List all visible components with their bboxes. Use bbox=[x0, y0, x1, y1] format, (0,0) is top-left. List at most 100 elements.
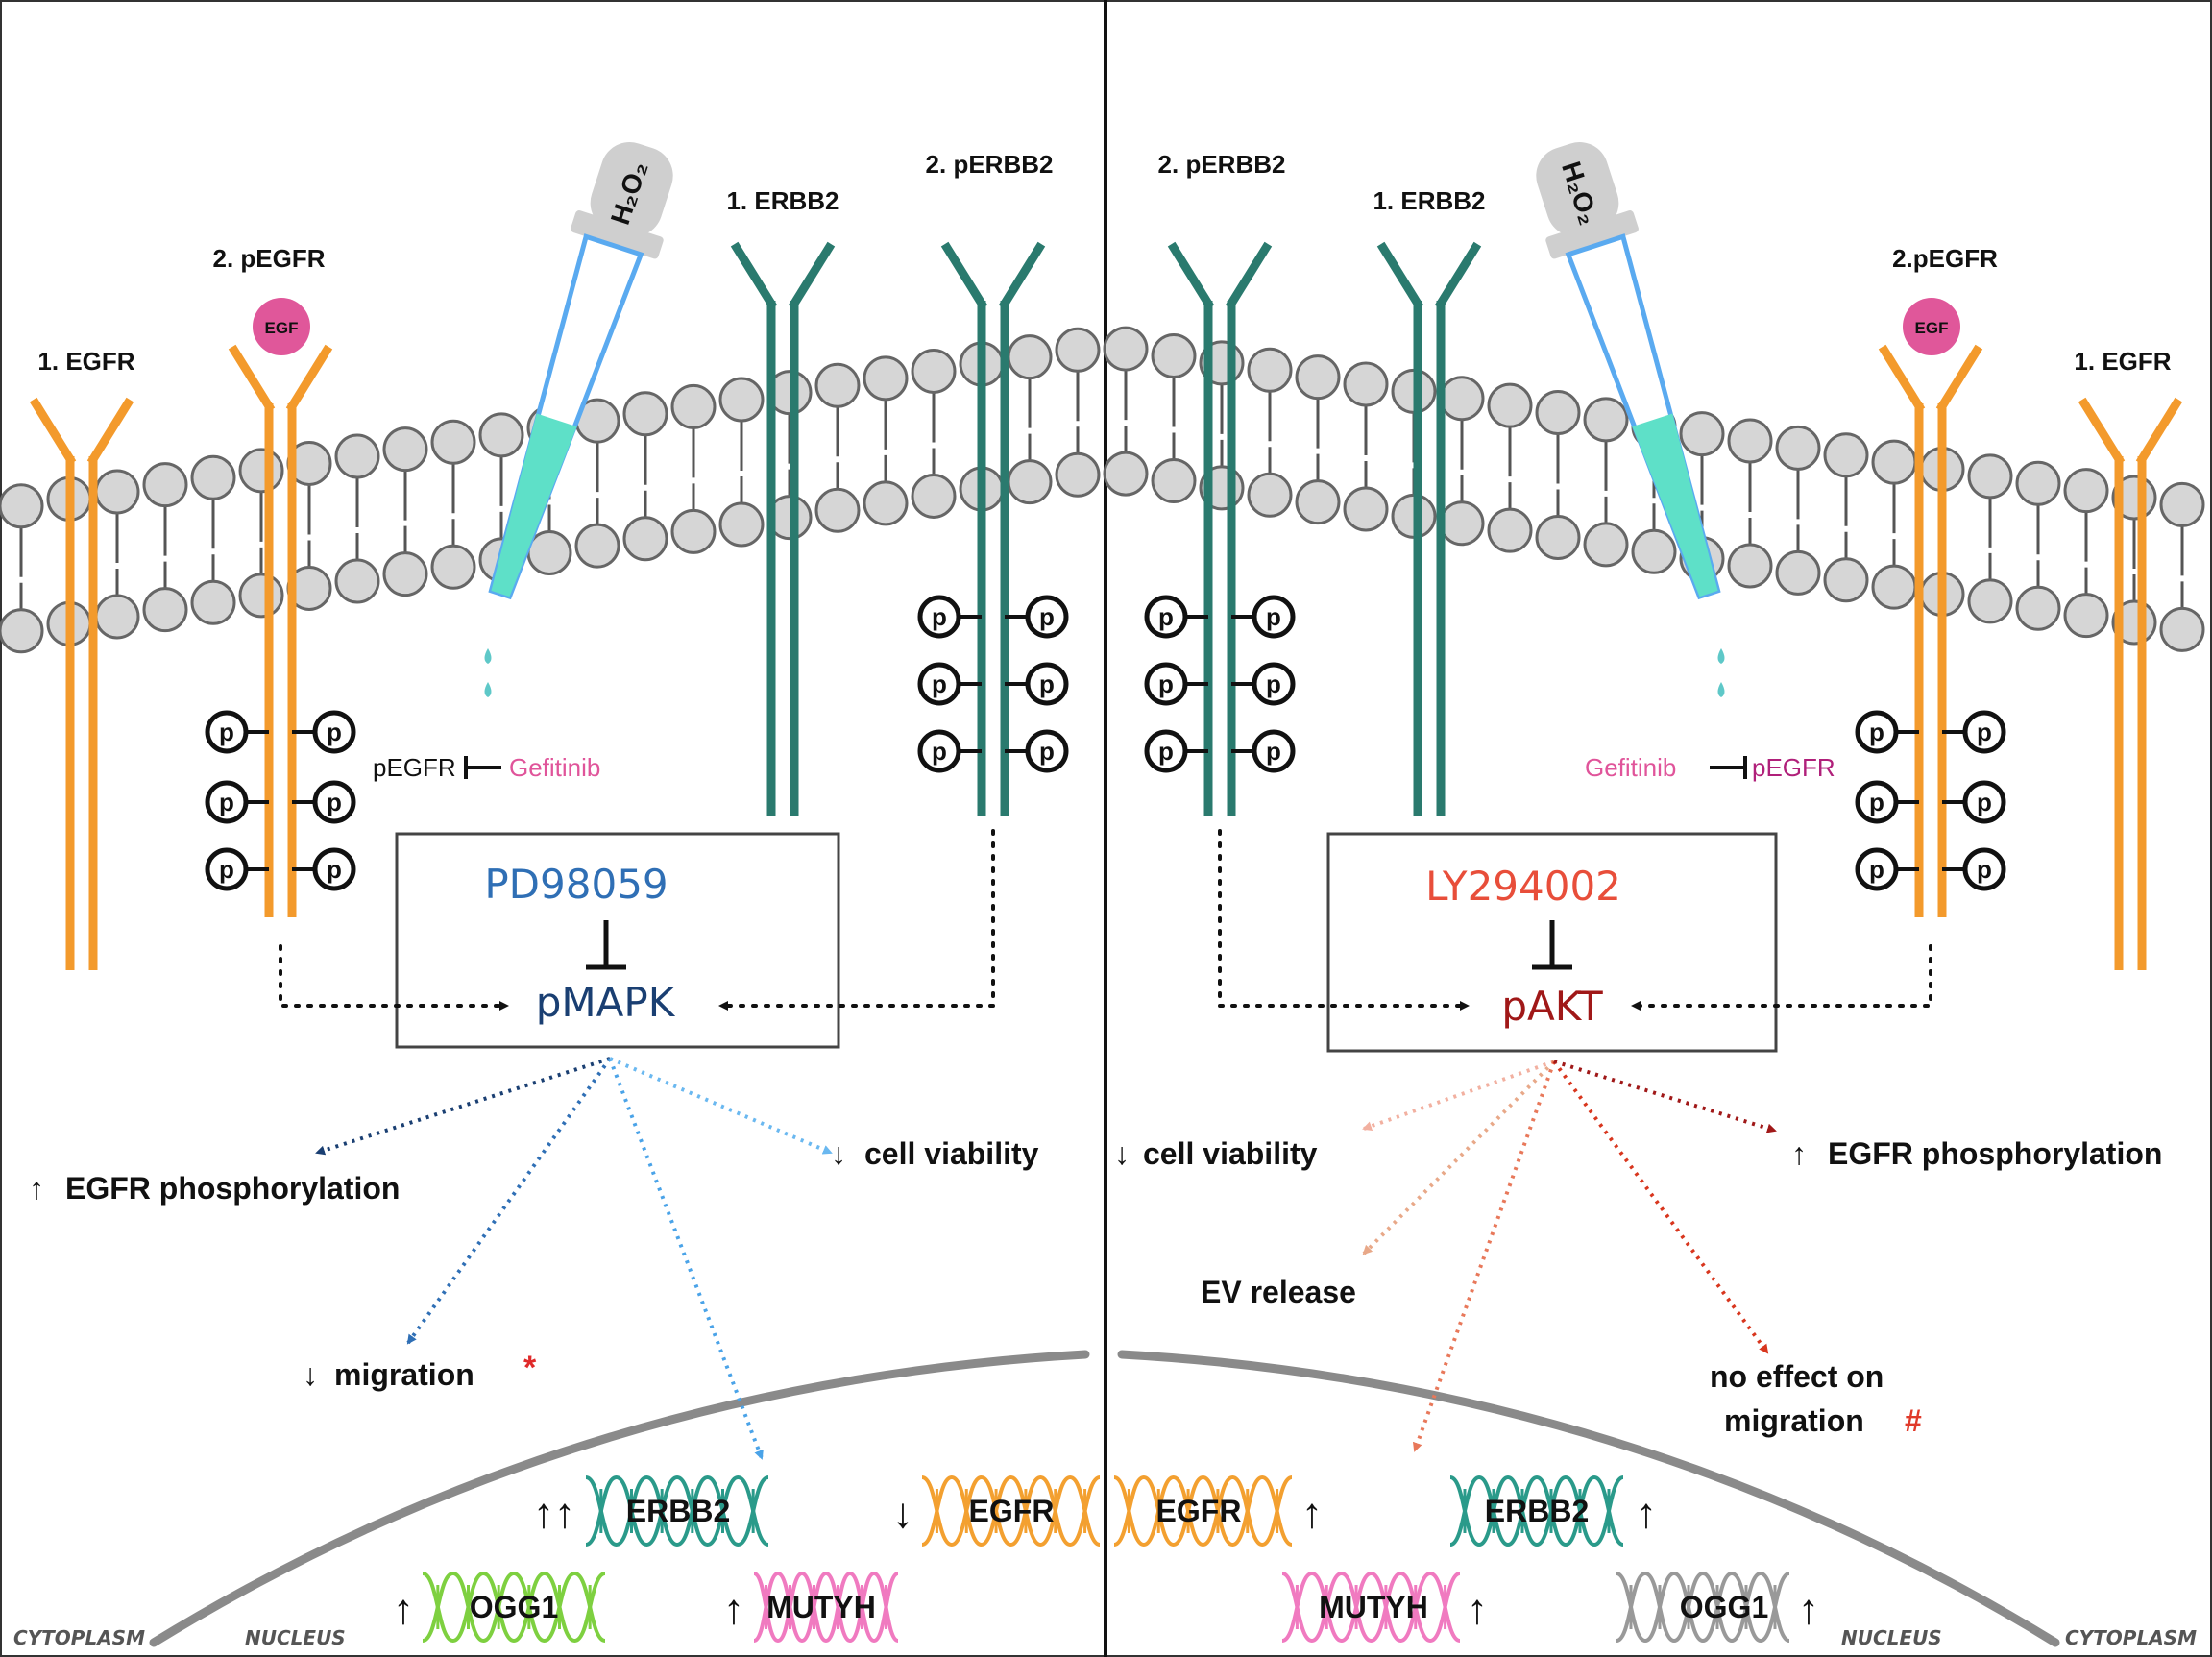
gene-erbb2-left: ERBB2 bbox=[626, 1494, 730, 1528]
nucleus-caption-left: NUCLEUS bbox=[245, 1626, 346, 1649]
lipid-head bbox=[1535, 390, 1581, 436]
phosphate-label: p bbox=[1977, 855, 1992, 884]
lipid-head bbox=[1967, 453, 2013, 500]
lipid-head bbox=[1727, 418, 1773, 464]
receptor-arm bbox=[998, 241, 1046, 310]
lipid-head bbox=[382, 426, 428, 473]
effect-egfr-phosphorylation-left: EGFR phosphorylation bbox=[65, 1171, 400, 1206]
erbb2-receptor-left bbox=[730, 241, 836, 816]
phosphate-label: p bbox=[1869, 718, 1884, 746]
pmapk-box bbox=[395, 832, 840, 1049]
lipid-head bbox=[1823, 432, 1869, 478]
arrow-pmapk-migration bbox=[406, 1057, 612, 1345]
pegfr2-label-left: 2. pEGFR bbox=[212, 244, 325, 273]
erbb2-left-upup: ↑↑ bbox=[533, 1490, 575, 1537]
phosphate-label: p bbox=[932, 602, 947, 631]
lipid-head bbox=[1439, 500, 1485, 547]
gene-mutyh-left: MUTYH bbox=[766, 1590, 876, 1624]
lipid-head bbox=[430, 419, 476, 465]
dna-strand bbox=[1616, 1571, 1790, 1644]
lipid-head bbox=[142, 462, 188, 508]
helix-egfr-right bbox=[1113, 1474, 1293, 1547]
phosphate-label: p bbox=[327, 855, 342, 884]
ogg1-right-up: ↑ bbox=[1798, 1586, 1819, 1633]
drop-left-2 bbox=[484, 682, 492, 697]
dna-strand bbox=[1449, 1474, 1624, 1547]
lipid-head bbox=[1967, 578, 2013, 624]
phosphate-label: p bbox=[1158, 602, 1174, 631]
up-arrow-egfr-phos-right: ↑ bbox=[1791, 1136, 1807, 1171]
phosphate-label: p bbox=[1266, 602, 1281, 631]
lipid-head bbox=[1679, 411, 1725, 457]
lipid-head bbox=[1151, 457, 1197, 503]
lipid-head bbox=[2159, 606, 2205, 652]
receptor-arm bbox=[285, 344, 333, 413]
helix-ogg1-left bbox=[422, 1571, 606, 1644]
helix-mutyh-right bbox=[1281, 1571, 1461, 1644]
lipid-head bbox=[94, 469, 140, 515]
lipid-head bbox=[238, 573, 284, 619]
egfr1-label-left: 1. EGFR bbox=[37, 347, 134, 376]
lipid-head bbox=[382, 551, 428, 597]
drop-right-2 bbox=[1717, 682, 1725, 697]
nucleus-caption-right: NUCLEUS bbox=[1841, 1626, 1942, 1649]
receptor-arm bbox=[228, 344, 276, 413]
lipid-head bbox=[1775, 425, 1821, 471]
receptor-arm bbox=[86, 397, 134, 466]
lipid-head bbox=[1487, 507, 1533, 553]
phosphate-label: p bbox=[932, 737, 947, 766]
phosphate-circle bbox=[312, 847, 356, 891]
phosphate-label: p bbox=[327, 788, 342, 816]
phosphate-label: p bbox=[1977, 788, 1992, 816]
lipid-head bbox=[334, 433, 380, 479]
lipid-head bbox=[1055, 327, 1101, 373]
phosphate-circle bbox=[1025, 729, 1069, 773]
lipid-head bbox=[0, 483, 44, 529]
receptor-arm bbox=[1434, 241, 1482, 310]
gene-helices bbox=[422, 1474, 1790, 1644]
dna-strand bbox=[921, 1474, 1101, 1547]
phosphate-label: p bbox=[219, 788, 234, 816]
gefitinib-label-right: Gefitinib bbox=[1585, 753, 1676, 782]
receptor-arm bbox=[788, 241, 836, 310]
dna-strand bbox=[1616, 1571, 1790, 1644]
phosphate-label: p bbox=[1039, 602, 1055, 631]
lipid-head bbox=[863, 355, 909, 402]
phosphate-label: p bbox=[1158, 737, 1174, 766]
no-effect-hash: # bbox=[1905, 1403, 1922, 1438]
lipid-head bbox=[1871, 564, 1917, 610]
arrow-pmapk-cell-viability bbox=[609, 1057, 833, 1155]
phosphate-label: p bbox=[1869, 855, 1884, 884]
perbb2-2-label-left: 2. pERBB2 bbox=[926, 150, 1054, 179]
pd98059-label: PD98059 bbox=[484, 861, 668, 908]
effect-no-effect-line1: no effect on bbox=[1710, 1359, 1884, 1394]
lipid-head bbox=[1583, 522, 1629, 568]
lipid-head bbox=[574, 523, 620, 569]
lipid-head bbox=[1727, 543, 1773, 589]
lipid-head bbox=[1871, 439, 1917, 485]
phosphate-circle bbox=[917, 729, 961, 773]
phosphate-label: p bbox=[1039, 737, 1055, 766]
perbb2-2-label-right: 2. pERBB2 bbox=[1158, 150, 1286, 179]
gene-egfr-right: EGFR bbox=[1156, 1494, 1242, 1528]
dna-strand bbox=[1113, 1474, 1293, 1547]
effect-egfr-phosphorylation-right: EGFR phosphorylation bbox=[1828, 1136, 2162, 1171]
phosphate-circle bbox=[917, 662, 961, 706]
egf-ligand-right bbox=[1903, 298, 1960, 355]
ogg1-left-up: ↑ bbox=[393, 1586, 414, 1633]
erbb2-receptor-right bbox=[1376, 241, 1482, 816]
phosphate-circle bbox=[1144, 595, 1188, 639]
receptor-arm bbox=[2135, 397, 2183, 466]
phosphate-circle bbox=[1144, 662, 1188, 706]
lipid-head bbox=[670, 383, 717, 429]
gene-egfr-left: EGFR bbox=[969, 1494, 1055, 1528]
effect-no-effect-line2: migration bbox=[1724, 1403, 1864, 1438]
helix-egfr-left bbox=[921, 1474, 1101, 1547]
dna-strand bbox=[1113, 1474, 1293, 1547]
